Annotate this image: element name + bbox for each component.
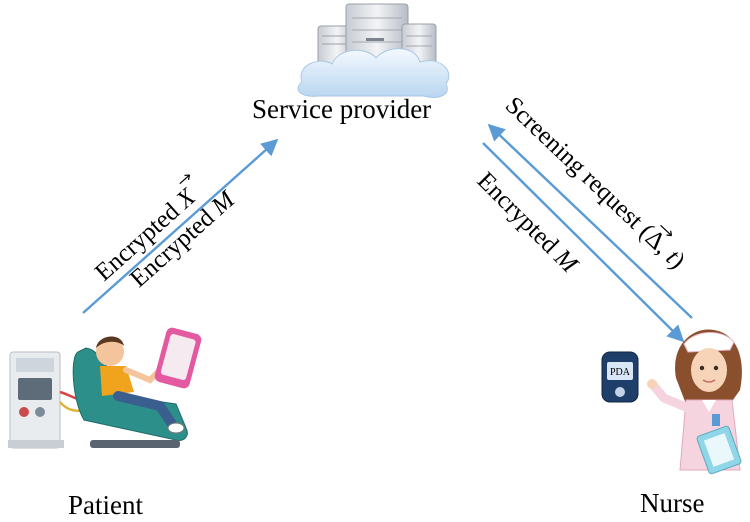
arrow-nurse-to-server [487,123,693,319]
vector-arrowhead-delta [666,230,673,237]
vector-arrowhead-x [184,174,191,181]
arrow-patient-to-server [82,138,279,314]
service-provider-label: Service provider [252,94,431,124]
pda-device-icon: PDA [601,351,639,403]
arrow-server-to-nurse [482,142,685,343]
vector-arrow-x [179,174,190,185]
edge-label-encrypted-m-nurse: Encrypted M [472,167,584,279]
nurse-label: Nurse [640,488,704,518]
pda-screen-label: PDA [610,367,631,378]
patient-dialysis-icon [8,327,202,449]
edge-label-screening-request: Screening request (Δ, t) [500,92,690,275]
vector-arrow-delta [660,224,672,237]
nurse-icon [647,329,742,475]
cloud-server-icon [297,3,450,98]
patient-label: Patient [68,490,143,520]
